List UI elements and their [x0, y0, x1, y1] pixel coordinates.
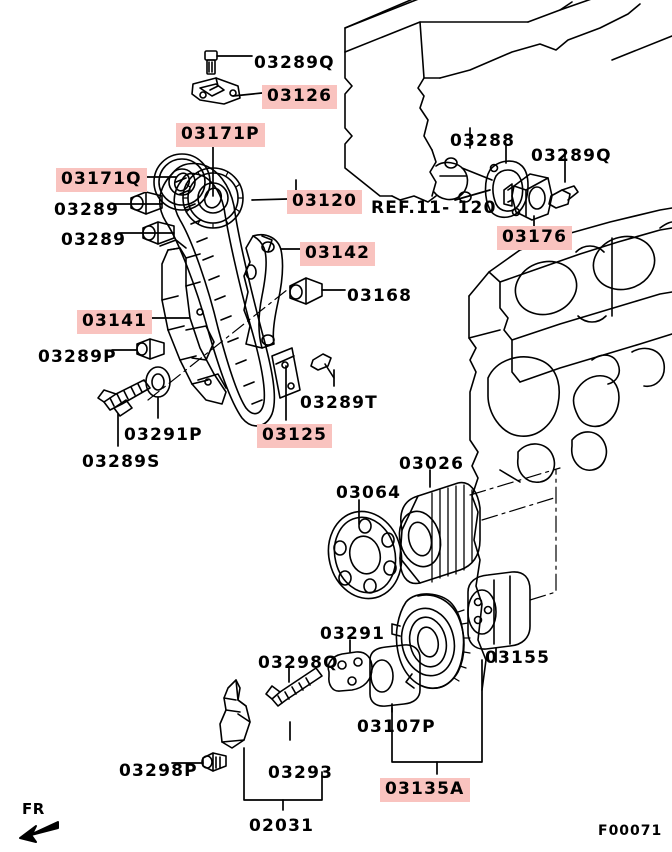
part-label-03288[interactable]: 03288	[450, 131, 516, 151]
part-label-03298Q[interactable]: 03298Q	[258, 653, 339, 673]
figure-code: F00071	[598, 823, 663, 839]
part-label-03293[interactable]: 03293	[268, 763, 334, 783]
leader-lines	[109, 55, 566, 764]
gasket-03288	[484, 160, 529, 219]
bolt-03298Q	[265, 667, 323, 707]
part-label-03171P[interactable]: 03171P	[176, 123, 265, 147]
chain-guide-03125	[271, 347, 301, 399]
part-label-03289Q-right[interactable]: 03289Q	[531, 146, 612, 166]
part-label-03142[interactable]: 03142	[300, 242, 376, 266]
engine-block-outline	[468, 207, 672, 691]
part-label-03176[interactable]: 03176	[497, 226, 573, 250]
part-label-03289P[interactable]: 03289P	[38, 347, 117, 367]
part-label-03120[interactable]: 03120	[287, 190, 363, 214]
part-label-03171Q[interactable]: 03171Q	[56, 168, 147, 192]
oil-jet-bracket-03293	[219, 679, 251, 749]
oil-pump-rotor-03026	[398, 481, 481, 585]
bolt-03289Q-right	[548, 185, 579, 209]
part-label-REF[interactable]: REF.11- 120	[371, 198, 497, 218]
cylinder-head-outline	[344, 0, 672, 203]
oil-pump-plate-03064	[327, 510, 403, 600]
part-label-03107P[interactable]: 03107P	[357, 717, 436, 737]
pivot-pin-03168	[289, 277, 323, 305]
chain-guide-03126	[191, 77, 241, 105]
assembly-brackets	[243, 659, 483, 811]
tensioner-03176	[503, 173, 553, 221]
part-label-03298P[interactable]: 03298P	[119, 761, 198, 781]
timing-chain	[159, 162, 276, 427]
tensioner-boss	[433, 157, 472, 203]
part-label-03289Q-top[interactable]: 03289Q	[254, 53, 335, 73]
part-label-03291[interactable]: 03291	[320, 624, 386, 644]
spacer-03155	[467, 571, 531, 650]
part-label-03135A[interactable]: 03135A	[380, 778, 470, 802]
bolt-03289P	[136, 338, 165, 360]
stud-03289S	[97, 379, 151, 417]
part-label-03289T[interactable]: 03289T	[300, 393, 378, 413]
fr-label: FR	[22, 800, 45, 818]
fr-arrow-icon	[19, 821, 59, 843]
part-label-03141[interactable]: 03141	[77, 310, 153, 334]
tensioner-centerline	[147, 285, 293, 401]
crank-pulley-03135A	[391, 593, 471, 690]
assembly-axis	[469, 467, 561, 601]
key-washer-03291	[327, 651, 373, 692]
part-label-03125[interactable]: 03125	[257, 424, 333, 448]
bolt-03289T	[310, 353, 335, 379]
part-label-03289S[interactable]: 03289S	[82, 452, 161, 472]
tensioner-lever-03141	[159, 239, 227, 405]
part-label-03126[interactable]: 03126	[262, 85, 338, 109]
cylinder-bores	[514, 221, 672, 323]
part-label-02031[interactable]: 02031	[249, 816, 315, 836]
part-label-03289-b[interactable]: 03289	[61, 230, 127, 250]
bolt-03298P	[201, 752, 227, 772]
part-label-03168[interactable]: 03168	[347, 286, 413, 306]
bolt-03289Q-top	[204, 50, 218, 75]
block-front-cavities	[487, 347, 666, 483]
bolt-03289-a	[130, 191, 163, 215]
chain-guide-03142	[243, 234, 284, 349]
part-label-03291P[interactable]: 03291P	[124, 425, 203, 445]
part-label-03026[interactable]: 03026	[399, 454, 465, 474]
part-label-03155[interactable]: 03155	[485, 648, 551, 668]
part-label-03064[interactable]: 03064	[336, 483, 402, 503]
part-label-03289-a[interactable]: 03289	[54, 200, 120, 220]
crankshaft-sprocket-03171Q	[153, 153, 211, 211]
